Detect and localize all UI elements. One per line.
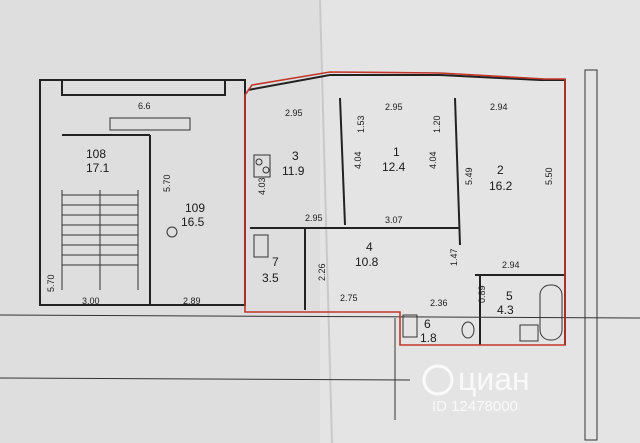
dim-label: 2.95 xyxy=(385,102,403,112)
dim-label: 5.70 xyxy=(162,174,172,192)
room-108-area: 17.1 xyxy=(86,161,110,175)
dim-label: 3.00 xyxy=(82,296,100,306)
dim-label: 1.53 xyxy=(356,115,366,133)
room-3-number: 3 xyxy=(292,149,299,163)
dim-label: 5.49 xyxy=(464,167,474,185)
dim-label: 2.94 xyxy=(502,260,520,270)
watermark-id: ID 12478000 xyxy=(432,398,518,415)
dim-label: 6.6 xyxy=(138,101,151,111)
stairs xyxy=(61,190,139,290)
room-109-number: 109 xyxy=(185,201,205,215)
watermark-brand: циан xyxy=(458,361,530,397)
dim-label: 2.89 xyxy=(183,296,201,306)
room-7-area: 3.5 xyxy=(262,271,279,285)
dim-label: 2.75 xyxy=(340,293,358,303)
room-6-number: 6 xyxy=(424,317,431,331)
dim-label: 1.20 xyxy=(432,115,442,133)
dim-label: 2.26 xyxy=(317,263,327,281)
room-5-number: 5 xyxy=(506,289,513,303)
apartment-outline xyxy=(244,71,566,346)
dim-label: 5.70 xyxy=(46,274,56,292)
room-5-area: 4.3 xyxy=(497,303,514,317)
room-6-area: 1.8 xyxy=(420,331,437,345)
room-109-area: 16.5 xyxy=(181,215,205,229)
dim-label: 1.47 xyxy=(449,248,459,266)
dim-label: 4.04 xyxy=(428,151,438,169)
dim-label: 3.07 xyxy=(385,215,403,225)
dim-label: 5.50 xyxy=(544,167,554,185)
room-3-area: 11.9 xyxy=(282,164,305,178)
room-2-area: 16.2 xyxy=(489,179,513,193)
dim-label: 2.95 xyxy=(305,213,323,223)
dim-label: 2.36 xyxy=(430,298,448,308)
room-1-number: 1 xyxy=(393,145,400,159)
dim-label: 0.89 xyxy=(477,285,487,303)
dim-label: 2.95 xyxy=(285,108,303,118)
room-4-number: 4 xyxy=(366,240,373,254)
dim-label: 2.94 xyxy=(490,102,508,112)
dim-label: 4.03 xyxy=(257,177,267,195)
fixtures xyxy=(166,154,539,342)
room-7-number: 7 xyxy=(272,255,279,269)
dim-label: 4.04 xyxy=(353,151,363,169)
paper-fold xyxy=(320,0,640,443)
watermark: циан ID 12478000 xyxy=(422,361,530,415)
cian-logo-icon xyxy=(422,364,454,396)
room-108-number: 108 xyxy=(86,147,106,161)
room-4-area: 10.8 xyxy=(355,255,379,269)
room-1-area: 12.4 xyxy=(382,160,406,174)
room-2-number: 2 xyxy=(497,163,504,177)
